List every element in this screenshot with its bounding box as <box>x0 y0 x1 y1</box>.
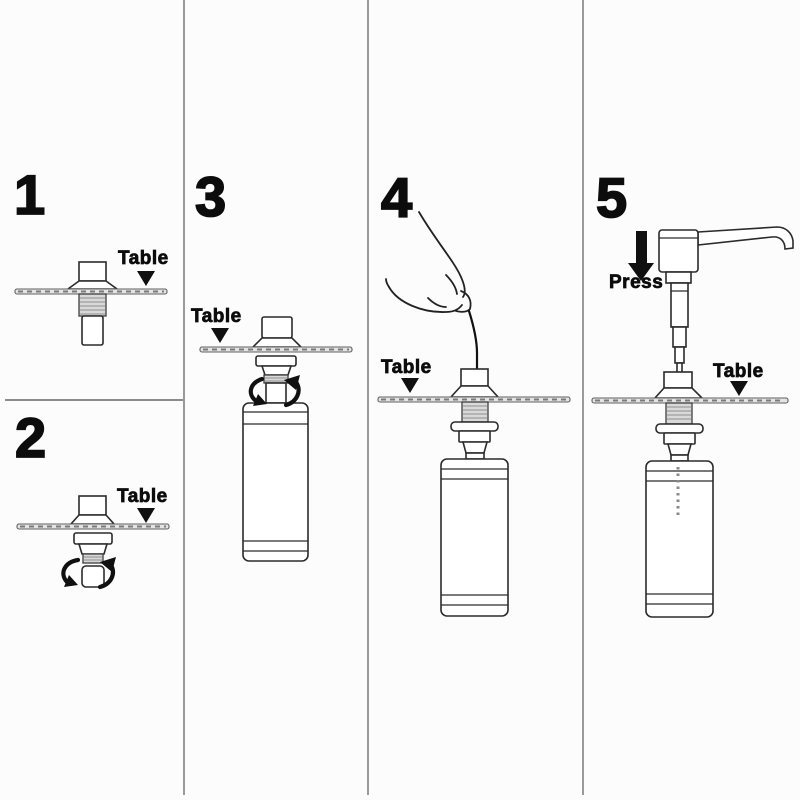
soap-bottle <box>440 458 509 617</box>
step-5-diagram <box>591 226 794 618</box>
table-arrow-icon <box>730 381 748 396</box>
panel-divider-1 <box>183 0 185 795</box>
table-arrow-icon <box>137 508 155 523</box>
panel-divider-3 <box>582 0 584 795</box>
step-1-diagram <box>14 261 168 346</box>
mounting-nut <box>81 565 105 588</box>
step-2-diagram <box>16 495 170 590</box>
rotate-arrow-icon <box>61 557 116 590</box>
table-arrow-icon <box>211 328 229 343</box>
press-label: Press <box>609 272 664 293</box>
step-number: 3 <box>194 165 227 228</box>
step-number: 5 <box>595 166 628 229</box>
pump-head <box>658 226 794 375</box>
panel-divider-2 <box>367 0 369 795</box>
table-arrow-icon <box>401 378 419 393</box>
step-3-diagram <box>199 316 353 562</box>
step-number: 1 <box>13 163 46 226</box>
soap-stream <box>467 309 479 373</box>
step-4-diagram <box>377 211 571 617</box>
refill-bottle <box>385 211 472 313</box>
step-number: 2 <box>14 406 47 469</box>
table-label: Table <box>118 248 169 269</box>
press-arrow-icon <box>628 231 654 281</box>
panel-divider-horizontal <box>5 399 183 401</box>
soap-bottle <box>645 460 714 618</box>
table-label: Table <box>191 306 242 327</box>
table-label: Table <box>381 357 432 378</box>
soap-bottle <box>242 402 309 562</box>
table-label: Table <box>713 361 764 382</box>
table-arrow-icon <box>137 271 155 286</box>
table-label: Table <box>117 486 168 507</box>
rotate-arrow-icon <box>248 375 301 408</box>
step-number: 4 <box>380 166 413 229</box>
